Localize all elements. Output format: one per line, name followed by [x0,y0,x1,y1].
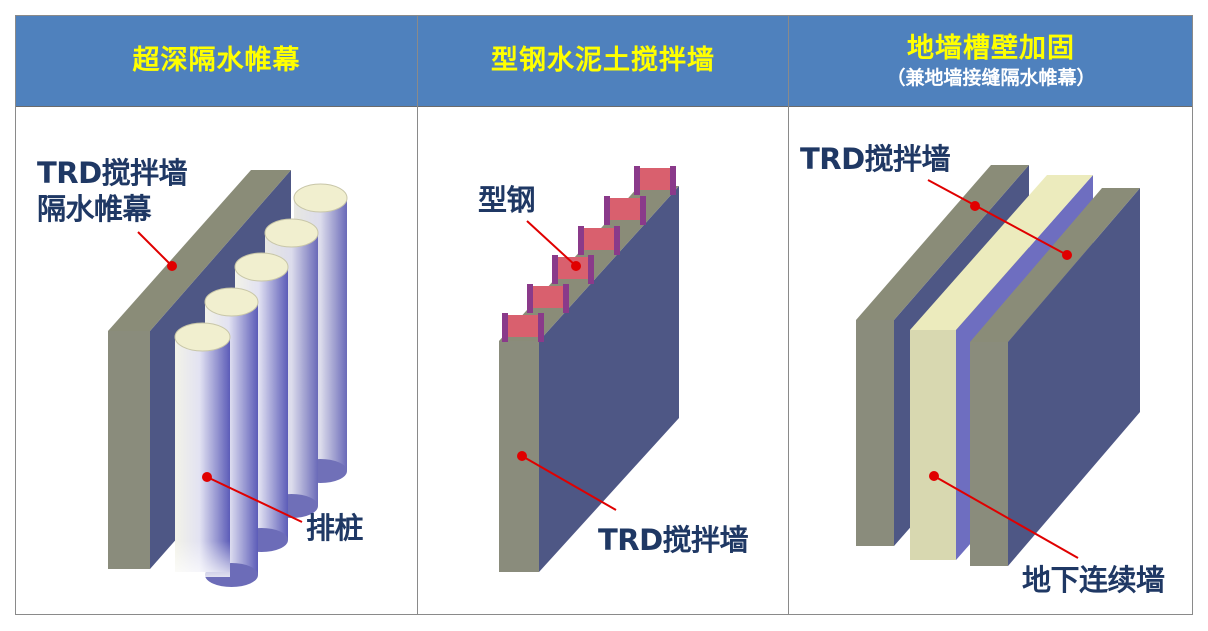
leader-line [927,179,1068,256]
h-steel [527,284,569,313]
h-steel [634,166,676,195]
header-smw-wall: 型钢水泥土搅拌墙 [418,16,788,106]
leader-dot [929,471,939,481]
label-line: 隔水帷幕 [37,192,152,226]
leader-dot [1062,250,1072,260]
label-trd-wall-curtain: TRD搅拌墙 隔水帷幕 [37,155,188,227]
leader-dot [167,261,177,271]
trd-wall-front-face [856,320,894,546]
label-line: TRD搅拌墙 [37,156,188,190]
header-title: 型钢水泥土搅拌墙 [491,45,715,76]
trd-wall-front-face [970,342,1008,566]
trd-wall-side-face [1008,188,1140,566]
h-steel [604,196,646,225]
pile [174,322,231,577]
panel2-diagram [499,166,679,572]
label-piles: 排桩 [306,511,364,545]
leader-dot [970,201,980,211]
trd-wall-side-face [539,186,679,572]
panel1-diagram [108,170,348,587]
header-subtitle: （兼地墙接缝隔水帷幕） [886,67,1096,89]
h-steel [578,226,620,255]
panel3-diagram [856,165,1140,566]
column-divider [788,16,789,614]
column-divider [417,16,418,614]
trd-wall-top-face [970,188,1140,342]
comparison-table: 超深隔水帷幕 型钢水泥土搅拌墙 地墙槽壁加固 （兼地墙接缝隔水帷幕） [15,15,1193,615]
leader-line [526,220,577,267]
header-title: 地墙槽壁加固 [907,33,1075,64]
leader-line [933,475,1079,559]
leader-dot [202,472,212,482]
header-deep-curtain: 超深隔水帷幕 [16,16,417,106]
leader-line [206,476,303,523]
trd-wall-top-face [856,165,1029,320]
trd-wall-front-face [108,331,150,569]
leader-line [521,455,617,511]
leader-line [137,231,173,267]
label-trd-wall: TRD搅拌墙 [800,142,951,176]
label-steel: 型钢 [478,183,536,217]
leader-dot [571,261,581,271]
leader-dot [517,451,527,461]
trd-wall-top-face [108,170,291,331]
diaphragm-wall-top-face [910,175,1093,330]
label-trd-wall: TRD搅拌墙 [598,523,749,557]
header-row: 超深隔水帷幕 型钢水泥土搅拌墙 地墙槽壁加固 （兼地墙接缝隔水帷幕） [16,16,1192,107]
header-title: 超深隔水帷幕 [132,45,301,76]
label-diaphragm-wall: 地下连续墙 [1022,563,1165,597]
header-trench-reinforcement: 地墙槽壁加固 （兼地墙接缝隔水帷幕） [789,16,1193,106]
diaphragm-wall-front-face [910,330,956,560]
h-steel [502,313,544,342]
